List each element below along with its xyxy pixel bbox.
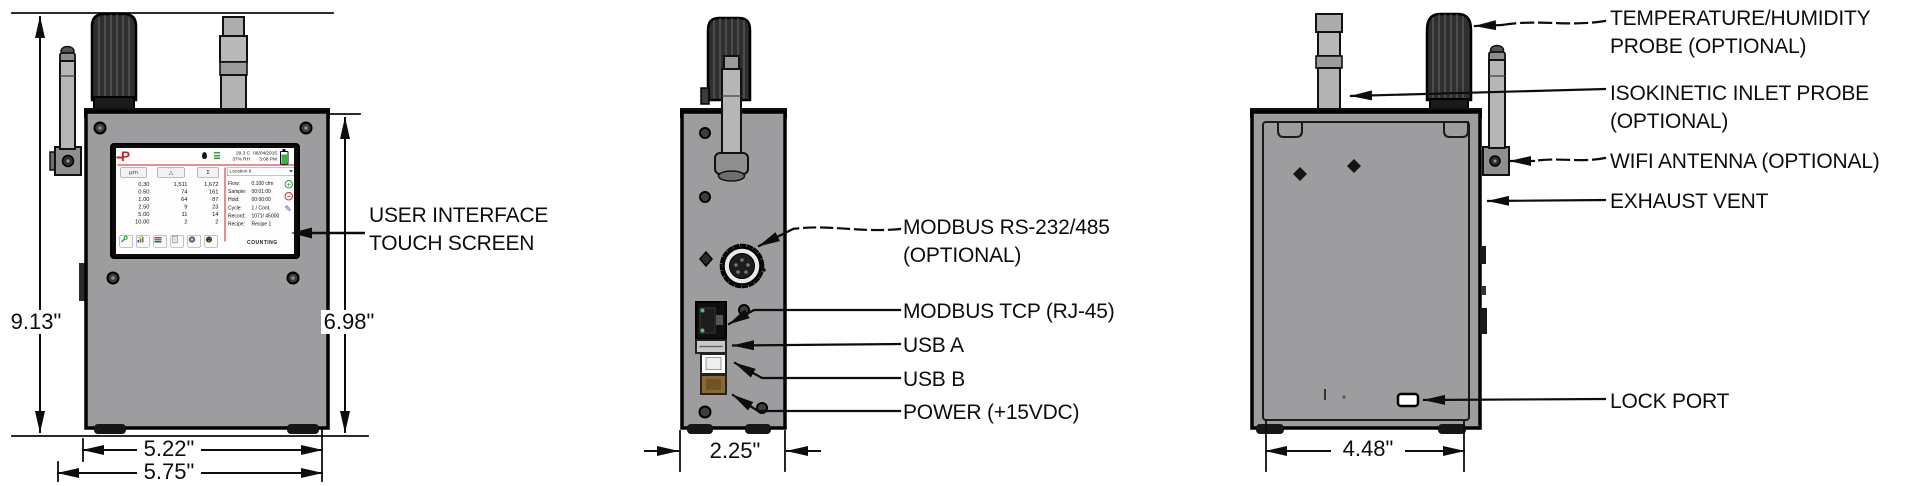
side-view: [644, 16, 902, 472]
temp-humidity-probe-back: [1425, 12, 1473, 102]
exhaust-vent: [1480, 246, 1486, 264]
leader-wifi: [1532, 156, 1607, 163]
sample-settings-panel: Flow:0.100 cfm Sample:00:01:00 Hold:00:0…: [228, 181, 280, 227]
channels-button[interactable]: [153, 235, 167, 248]
channel-bars-icon: [154, 237, 162, 243]
edit-pencil-icon[interactable]: ✎: [284, 204, 292, 214]
callout-modbus-serial: MODBUS RS-232/485 (OPTIONAL): [903, 216, 1110, 267]
wrench-icon: [120, 235, 128, 243]
leader-power: [731, 393, 902, 413]
wifi-antenna-shaft: [59, 60, 76, 150]
battery-icon: [280, 149, 289, 165]
column-differential-button[interactable]: △: [157, 167, 185, 178]
dim-back-width: 4.48": [1331, 437, 1405, 461]
callout-iso-probe: ISOKINETIC INLET PROBE (OPTIONAL): [1610, 82, 1869, 133]
increment-button[interactable]: +: [284, 180, 293, 189]
back-screw: [1293, 167, 1307, 181]
dim-body-height: 6.98": [321, 310, 377, 334]
column-cumulative-button[interactable]: Σ: [197, 167, 219, 178]
leader-usb-a: [731, 340, 902, 351]
callout-modbus-tcp: MODBUS TCP (RJ-45): [903, 300, 1115, 323]
particles-plus-logo: P: [116, 149, 131, 164]
callout-usb-b: USB B: [903, 368, 966, 391]
temp-humidity-probe: [90, 12, 138, 102]
isokinetic-probe: [222, 16, 245, 37]
sampling-button[interactable]: [204, 235, 218, 248]
touch-screen[interactable]: P 29.3 C 37% RH 06/04/2015 3:08 PM µm △ …: [110, 143, 300, 259]
humidity-value: 37% RH: [232, 156, 250, 162]
date-value: 06/04/2015: [253, 150, 277, 157]
location-value: Location 6: [229, 168, 252, 175]
leader-lock: [1422, 394, 1607, 405]
touch-screen-display: P 29.3 C 37% RH 06/04/2015 3:08 PM µm △ …: [116, 148, 294, 254]
chevron-down-icon: [289, 170, 293, 173]
dim-feet-width: 5.22": [137, 437, 201, 461]
callout-touch-screen: USER INTERFACE TOUCH SCREEN: [369, 204, 549, 255]
leader-modbus-tcp: [727, 308, 902, 326]
callout-exhaust-vent: EXHAUST VENT: [1610, 190, 1769, 213]
leader-usb-b: [733, 361, 902, 380]
leader-iso-probe: [1349, 87, 1607, 101]
trend-chart-button[interactable]: [136, 235, 150, 248]
datetime-readout: 06/04/2015 3:08 PM: [251, 151, 277, 163]
isokinetic-probe-side: [721, 68, 742, 156]
status-badge: COUNTING: [247, 240, 278, 246]
column-size-button[interactable]: µm: [120, 167, 147, 178]
front-panel-screws: [93, 121, 313, 285]
dim-overall-width: 5.75": [137, 460, 201, 484]
side-latch: [79, 263, 87, 301]
callout-usb-a: USB A: [903, 334, 964, 357]
gear-icon: [188, 236, 196, 243]
callout-wifi-antenna: WIFI ANTENNA (OPTIONAL): [1610, 150, 1880, 173]
dim-side-width: 2.25": [700, 439, 770, 463]
system-button[interactable]: [187, 235, 201, 248]
lock-port: [1396, 392, 1420, 408]
pump-status-icon: [214, 152, 220, 160]
leader-temp-probe: [1500, 19, 1607, 27]
sampling-gear-icon: [206, 236, 212, 243]
decrement-button[interactable]: −: [284, 192, 293, 201]
aerosol-droplet-icon: [202, 152, 207, 159]
back-panel-outline: [1262, 121, 1470, 421]
back-screw: [1347, 159, 1361, 173]
bar-chart-icon: [137, 235, 144, 243]
header-divider: [117, 164, 294, 166]
reports-button[interactable]: [170, 235, 184, 248]
panel-divider: [224, 167, 226, 242]
isokinetic-probe-back: [1315, 13, 1343, 33]
leader-modbus-serial: [791, 226, 902, 232]
environment-readout: 29.3 C 37% RH: [225, 151, 250, 163]
wifi-antenna-shaft-back: [1488, 59, 1506, 149]
modbus-tcp-rj45-port: [695, 301, 727, 340]
back-view: [1250, 12, 1607, 472]
callout-lock-port: LOCK PORT: [1610, 390, 1730, 413]
back-enclosure: [1250, 110, 1482, 430]
location-dropdown[interactable]: Location 6: [227, 167, 294, 176]
time-value: 3:08 PM: [259, 156, 277, 162]
leader-exhaust: [1486, 195, 1607, 206]
dim-overall-height: 9.13": [3, 310, 69, 334]
callout-power: POWER (+15VDC): [903, 401, 1080, 424]
callout-temp-probe: TEMPERATURE/HUMIDITY PROBE (OPTIONAL): [1610, 7, 1871, 58]
temperature-value: 29.3 C: [236, 150, 250, 157]
modbus-serial-connector: [719, 243, 766, 289]
settings-wrench-button[interactable]: [119, 235, 133, 248]
document-icon: [172, 235, 178, 244]
